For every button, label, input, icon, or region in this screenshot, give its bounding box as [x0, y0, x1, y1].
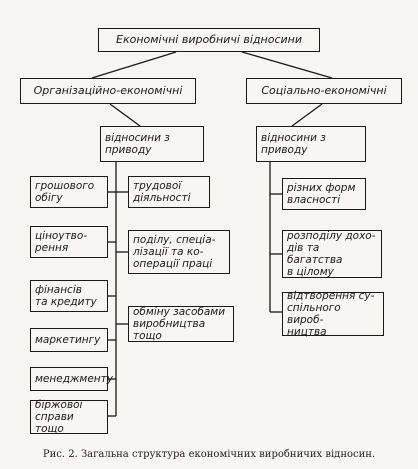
item-reproduction: відтворення су- спільного вироб- ництва — [282, 290, 384, 338]
item-property-forms: різних форм власності — [282, 178, 366, 210]
sub-social: відносини з приводу — [256, 126, 366, 162]
item-exchange-means: обміну засобами виробництва тощо — [128, 306, 234, 342]
item-income-distribution: розподілу дохо- дів та багатства в цілом… — [282, 230, 382, 278]
branch-social: Соціально-економічні — [246, 78, 402, 104]
item-labor-activity: трудової діяльності — [128, 176, 210, 208]
item-finance-credit: фінансів та кредиту — [30, 280, 108, 312]
item-pricing: ціноутво- рення — [30, 226, 108, 258]
branch-organizational: Організаційно-економічні — [20, 78, 196, 104]
sub-organizational: відносини з приводу — [100, 126, 204, 162]
item-division-labor: поділу, спеціа- лізації та ко- операції … — [128, 230, 230, 274]
item-management: менеджменту — [30, 367, 113, 391]
item-marketing: маркетингу — [30, 328, 108, 352]
item-money-circulation: грошового обігу — [30, 176, 108, 208]
item-exchange: біржової справи тощо — [30, 399, 108, 435]
root-box: Економічні виробничі відносини — [98, 28, 320, 52]
figure-caption: Рис. 2. Загальна структура економічних в… — [42, 449, 376, 460]
